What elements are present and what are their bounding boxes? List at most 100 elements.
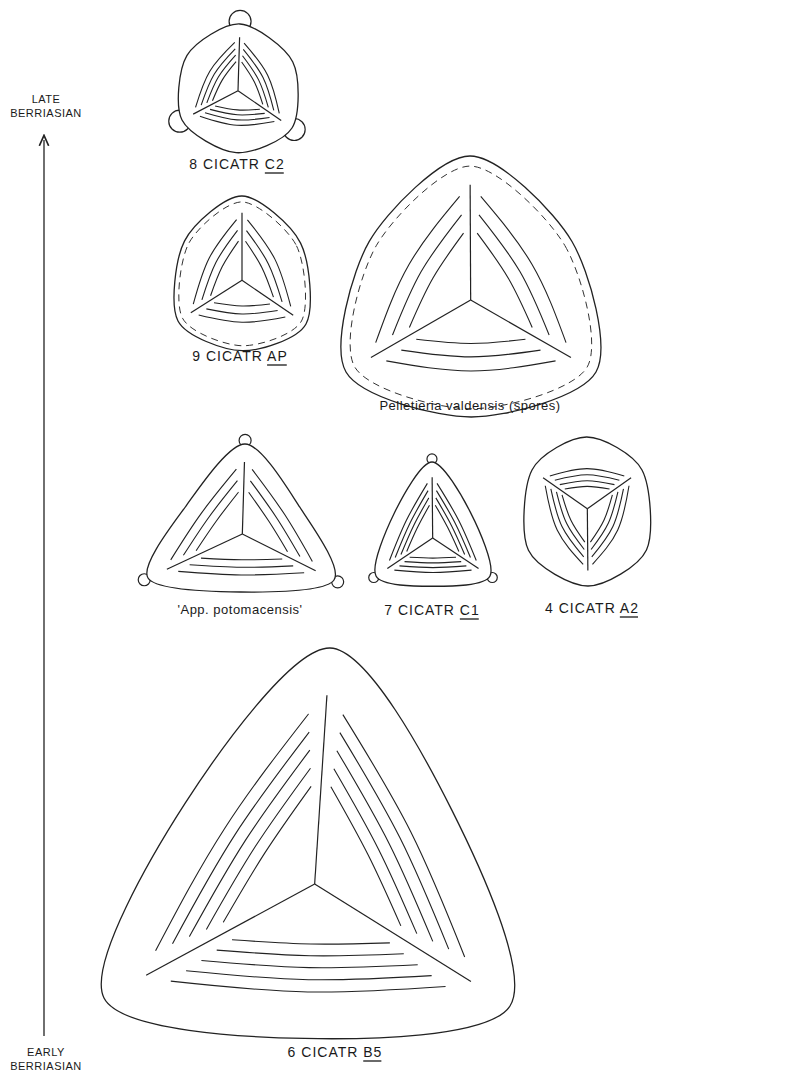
rib-line xyxy=(591,492,618,550)
spore-label: 'App. potomacensis' xyxy=(177,602,302,618)
rib-line xyxy=(551,489,584,557)
rib-line xyxy=(395,491,428,558)
trilete-ray xyxy=(167,534,242,569)
equatorial-line xyxy=(179,202,306,346)
rib-line xyxy=(545,486,583,565)
rib-line xyxy=(186,971,432,980)
rib-line xyxy=(232,940,390,944)
spore-outline xyxy=(147,444,336,592)
underline xyxy=(267,364,287,365)
rib-line xyxy=(334,769,417,934)
rib-line xyxy=(193,220,236,305)
underline xyxy=(265,172,284,173)
trilete-ray xyxy=(471,300,571,358)
rib-line xyxy=(556,492,584,550)
trilete-ray xyxy=(432,477,434,538)
rib-line xyxy=(249,492,288,551)
rib-line xyxy=(343,715,465,957)
rib-line xyxy=(481,196,566,342)
spore-outline xyxy=(375,462,491,586)
trilete-ray xyxy=(587,509,589,571)
rib-line xyxy=(394,570,471,572)
trilete-ray xyxy=(242,280,293,315)
rib-line xyxy=(410,557,456,559)
spore-outline xyxy=(341,156,601,417)
rib-line xyxy=(243,49,274,110)
spore-label: Pelletieria valdensis (spores) xyxy=(379,398,560,414)
rib-line xyxy=(183,481,237,556)
rib-line xyxy=(386,361,555,371)
rib-line xyxy=(201,49,235,105)
rib-line xyxy=(436,491,470,558)
rib-line xyxy=(206,768,310,929)
rib-line xyxy=(223,786,311,922)
rib-line xyxy=(435,505,459,551)
rib-line xyxy=(207,55,236,103)
spore xyxy=(101,648,514,1039)
rib-line xyxy=(376,196,460,342)
rib-line xyxy=(202,230,238,300)
rib-line xyxy=(337,751,433,942)
rib-line xyxy=(171,469,237,560)
trilete-ray xyxy=(242,534,315,571)
trilete-ray xyxy=(146,884,315,975)
rib-line xyxy=(201,960,417,967)
underline xyxy=(620,616,638,617)
rib-line xyxy=(565,486,610,489)
spore-outline xyxy=(174,196,310,351)
equatorial-line xyxy=(350,166,592,409)
trilete-ray xyxy=(433,538,479,568)
trilete-ray xyxy=(371,300,471,358)
rib-line xyxy=(407,505,430,551)
rib-line xyxy=(590,495,612,542)
trilete-ray xyxy=(238,37,240,90)
rib-line xyxy=(437,483,476,560)
time-arrow xyxy=(43,140,44,1036)
spore-label: 4 CICATR A2 xyxy=(545,600,639,618)
rib-line xyxy=(196,492,238,551)
rib-line xyxy=(200,116,274,125)
rib-line xyxy=(401,498,429,555)
rib-line xyxy=(190,565,294,568)
rib-line xyxy=(172,732,309,944)
rib-line xyxy=(171,981,446,992)
rib-line xyxy=(331,787,401,926)
rib-line xyxy=(156,714,309,951)
spore xyxy=(174,196,310,351)
rib-line xyxy=(252,469,312,561)
trilete-ray xyxy=(242,462,244,534)
rib-line xyxy=(416,339,525,343)
rib-line xyxy=(196,42,235,107)
rib-line xyxy=(399,566,466,568)
spore xyxy=(524,437,651,586)
rib-line xyxy=(189,750,309,936)
rib-line xyxy=(389,483,427,560)
rib-line xyxy=(592,486,629,565)
rib-line xyxy=(244,43,279,113)
rib-line xyxy=(477,233,532,327)
rib-line xyxy=(206,309,277,314)
spore-label: 7 CICATR C1 xyxy=(384,602,480,620)
trilete-ray xyxy=(470,185,472,300)
period-label: EARLY BERRIASIAN xyxy=(3,1046,89,1074)
spore-outline xyxy=(524,437,651,586)
rib-line xyxy=(247,220,290,307)
spore-label: 8 CICATR C2 xyxy=(189,156,285,174)
period-label: LATE BERRIASIAN xyxy=(3,93,89,121)
rib-line xyxy=(250,481,300,557)
rib-line xyxy=(215,106,260,110)
rib-line xyxy=(393,215,462,335)
rib-line xyxy=(201,558,282,560)
rib-line xyxy=(214,303,270,306)
rib-line xyxy=(479,215,549,335)
rib-line xyxy=(242,62,263,104)
spore xyxy=(341,156,601,417)
rib-line xyxy=(405,562,462,563)
rib-line xyxy=(246,231,282,302)
underline xyxy=(460,618,479,619)
rib-line xyxy=(340,733,449,950)
spore xyxy=(169,10,305,152)
trilete-ray xyxy=(315,884,471,982)
